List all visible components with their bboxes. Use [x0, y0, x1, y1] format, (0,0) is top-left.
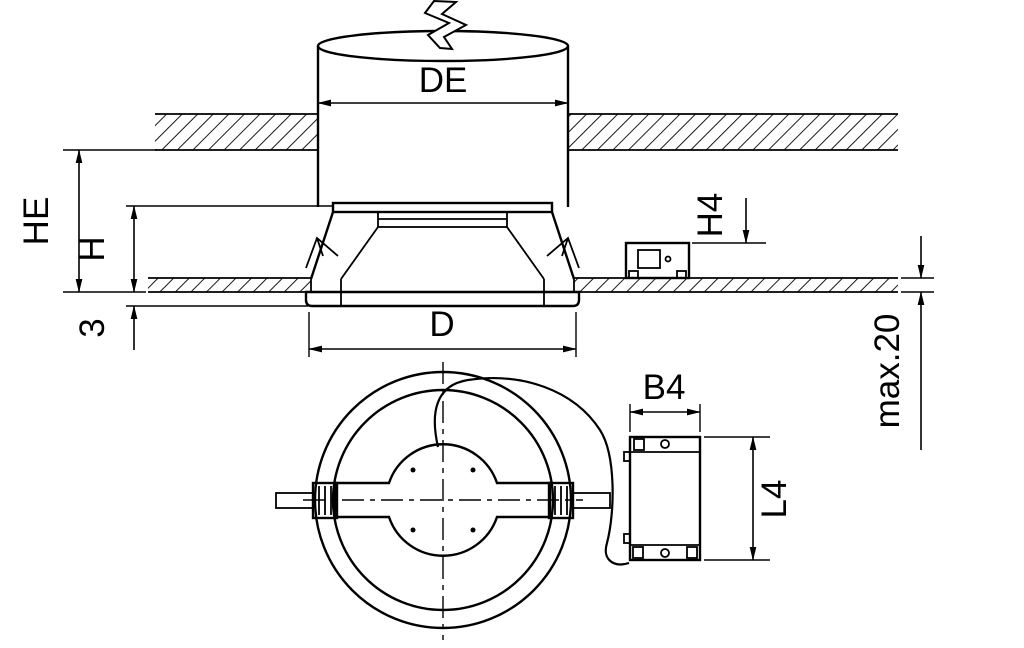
- spring-clip-left: [305, 236, 339, 269]
- dim-label-3: 3: [73, 318, 112, 337]
- ceiling-slab-hatch: [155, 113, 898, 151]
- dimension-de: DE: [317, 61, 569, 107]
- clip-right: [547, 481, 611, 520]
- screw-dot: [410, 467, 416, 473]
- driver-box-section: [624, 241, 691, 280]
- dim-label-he: HE: [17, 197, 56, 246]
- connection-wire: [433, 377, 630, 566]
- rear-view: B4 L4: [275, 362, 794, 640]
- dim-label-b4: B4: [643, 368, 686, 407]
- clip-left: [275, 481, 339, 520]
- dimension-b4: B4: [629, 368, 701, 432]
- trim-ring: [304, 290, 581, 308]
- dimension-max20: max.20: [868, 236, 934, 450]
- dim-label-d: D: [429, 305, 454, 344]
- dim-label-max20: max.20: [868, 314, 907, 429]
- ceiling-panel-hatch: [148, 277, 898, 293]
- outer-ring: [313, 370, 573, 630]
- dimension-h: H: [73, 205, 332, 293]
- dimension-flange-3: 3: [73, 305, 308, 350]
- screw-dot: [470, 527, 476, 533]
- housing-cylinder: [316, 0, 570, 207]
- dimension-d: D: [308, 305, 577, 357]
- screw-dot: [410, 527, 416, 533]
- section-view: DE HE H 3 D: [17, 0, 934, 450]
- driver-box-rear: [623, 435, 702, 562]
- dim-label-h4: H4: [691, 193, 730, 238]
- inner-ring: [331, 388, 555, 612]
- break-symbol: [423, 0, 469, 51]
- screw-dot: [470, 467, 476, 473]
- dim-label-h: H: [73, 236, 112, 261]
- dim-label-de: DE: [419, 61, 468, 100]
- spring-clip-right: [546, 236, 580, 269]
- downlight-section: [304, 201, 581, 308]
- dimension-h4: H4: [691, 193, 766, 244]
- dimension-l4: L4: [704, 436, 794, 561]
- dimension-he: HE: [17, 149, 157, 293]
- dim-label-l4: L4: [755, 480, 794, 519]
